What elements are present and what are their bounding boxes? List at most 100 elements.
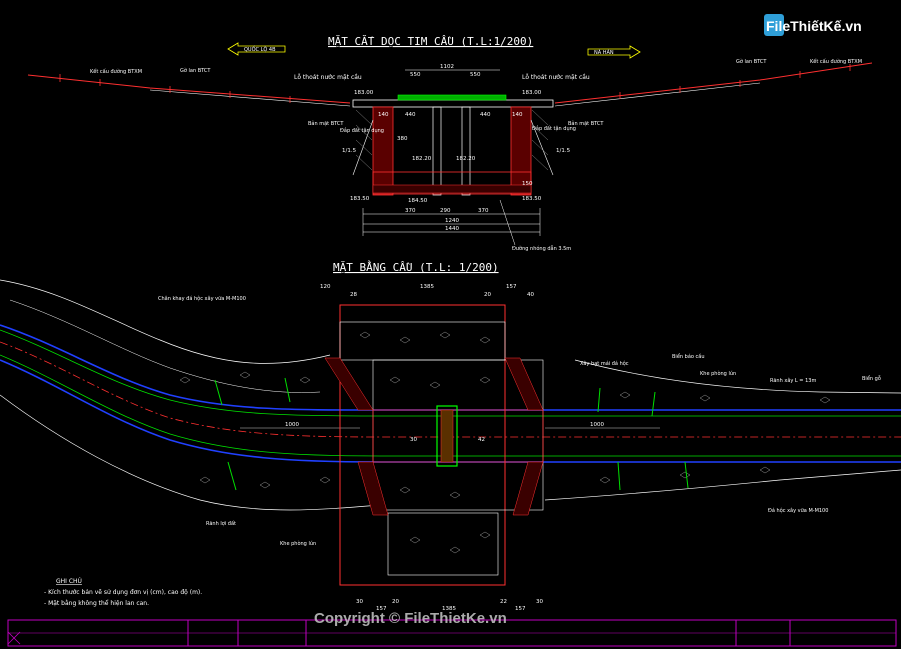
apron-base	[372, 184, 532, 194]
dim-bot-4: 22	[500, 599, 507, 605]
deck-lane	[372, 409, 544, 463]
road-edge-green-top	[0, 329, 901, 417]
dim-top-5: 40	[527, 292, 534, 298]
dim-chain-bottom	[362, 199, 541, 246]
title-block	[7, 619, 897, 647]
logo-badge	[764, 14, 784, 36]
notes-item-1: - Mặt bằng không thể hiện lan can.	[44, 600, 149, 607]
backfill-label-left: Đắp đất tận dụng	[340, 127, 384, 134]
callout-right-1: Khe phòng lún	[700, 370, 736, 377]
dim-bot-6: 30	[536, 599, 543, 605]
plan-dims-top: 120 28 1385 20 157 40	[320, 284, 534, 298]
callout-left-1: Khe phòng lún	[280, 540, 316, 547]
deck-wearing	[397, 94, 507, 101]
wingwall-right	[504, 357, 544, 516]
elev-deck-left: 183.00	[354, 90, 374, 96]
slab-label-right: Bản mặt BTCT	[568, 120, 604, 127]
terrain-boundary-top	[0, 279, 331, 364]
dim-top-4: 157	[506, 284, 517, 290]
notes: GHI CHÚ - Kích thước bản vẽ sử dụng đơn …	[44, 578, 202, 607]
pier-right	[461, 106, 471, 196]
dim-bot-3: 1385	[442, 606, 456, 612]
dim-half-right: 550	[470, 72, 481, 78]
road-profile-left-b	[149, 89, 351, 107]
right-direction-arrow: NÀ HÁN	[587, 45, 641, 59]
slab-label-left: Bản mặt BTCT	[308, 120, 344, 127]
watermark: Copyright © FileThietKe.vn	[314, 610, 507, 627]
pier-left	[432, 106, 442, 196]
left-direction-label: QUỐC LỘ 4B	[244, 45, 276, 53]
apron-bottom	[387, 512, 499, 576]
callout-right-4: Đá hộc xây vữa M-M100	[768, 507, 828, 514]
plan-dims-bottom: 30 157 20 1385 22 157 30	[356, 599, 543, 612]
road-len-right: 1000	[590, 422, 604, 428]
road-len-left: 1000	[285, 422, 299, 428]
road-edge-blue-top	[0, 324, 901, 411]
terrain-boundary-right-top	[574, 359, 901, 394]
seg-b: 440	[405, 112, 416, 118]
water-note: Đường nhóng dẫn 3.5m	[512, 245, 571, 252]
elev-bot-right: 182.20	[456, 156, 476, 162]
center-left: 30	[410, 437, 417, 443]
callout-right-3: Rãnh xây L = 13m	[770, 377, 816, 384]
dim-top-2: 1385	[420, 284, 434, 290]
bot-b: 290	[440, 208, 451, 214]
backfill-label-right: Đắp đất tận dụng	[532, 125, 576, 132]
elev-deck-right: 183.00	[522, 90, 542, 96]
dim-height: 380	[397, 136, 408, 142]
pier-plan	[436, 405, 458, 467]
road-edge-blue-bot	[0, 359, 901, 463]
center-right: 42	[478, 437, 485, 443]
elev-base: 184.50	[408, 198, 428, 204]
slope-left: 1/1.5	[342, 148, 357, 154]
abutment-right	[510, 106, 554, 196]
callout-right-2: Biển báo cầu	[672, 352, 705, 360]
notes-heading: GHI CHÚ	[56, 578, 82, 585]
callout-left-2: Rãnh lợi đất	[206, 520, 236, 527]
bot-c: 370	[478, 208, 489, 214]
road-centerline	[0, 341, 901, 438]
corner-mark	[7, 631, 21, 645]
seg-c: 440	[480, 112, 491, 118]
right-direction-label: NÀ HÁN	[594, 49, 614, 56]
profile-title: MẶT CẮT DỌC TIM CẦU (T.L:1/200)	[328, 35, 533, 48]
elev-foot-right: 183.50	[522, 196, 542, 202]
callout-right-5: Biển gỗ	[862, 375, 881, 382]
dim-bot-0: 30	[356, 599, 363, 605]
backfill-hatch-left	[355, 109, 373, 171]
bridge-outline	[339, 304, 506, 586]
dim-bot-5: 157	[515, 606, 526, 612]
wingwall-left	[324, 357, 389, 516]
dim-top-1: 28	[350, 292, 357, 298]
road-profile-right-b	[554, 82, 761, 107]
logo-text: FileThiếtKế.vn	[766, 18, 862, 34]
apron-top	[339, 321, 506, 361]
stone-pattern	[179, 331, 831, 554]
seg-a: 140	[378, 112, 389, 118]
drain-label-left: Lỗ thoát nước mặt cầu	[294, 73, 362, 81]
seg-d: 140	[512, 112, 523, 118]
dim-bot-2: 20	[392, 599, 399, 605]
slope-right: 1/1.5	[556, 148, 571, 154]
dim-bot-1: 157	[376, 606, 387, 612]
elev-foot-left: 183.50	[350, 196, 370, 202]
dim-top-3: 20	[484, 292, 491, 298]
rail-label-left: Gờ lan BTCT	[180, 67, 211, 74]
cross-ditches	[214, 377, 689, 491]
dim-top-0: 120	[320, 284, 331, 290]
callout-right-0: Xây bạt mái đá hộc	[580, 360, 629, 367]
dim-h-right: 150	[522, 181, 533, 187]
terrain-boundary-top2	[9, 299, 321, 393]
foundation	[372, 171, 532, 195]
dim-half-left: 550	[410, 72, 421, 78]
notes-item-0: - Kích thước bản vẽ sử dụng đơn vị (cm),…	[44, 589, 202, 596]
elev-bot-left: 182.20	[412, 156, 432, 162]
dim-total-top: 1102	[440, 64, 454, 70]
bot-total: 1240	[445, 218, 459, 224]
rail-label-right: Gờ lan BTCT	[736, 58, 767, 65]
backfill-hatch-right	[531, 109, 549, 171]
logo: FileThiếtKế.vn	[764, 14, 862, 36]
profile-section: MẶT CẮT DỌC TIM CẦU (T.L:1/200) QUỐC LỘ …	[27, 35, 873, 252]
terrain-boundary-bottom	[0, 394, 381, 511]
deck-slab	[352, 99, 554, 108]
